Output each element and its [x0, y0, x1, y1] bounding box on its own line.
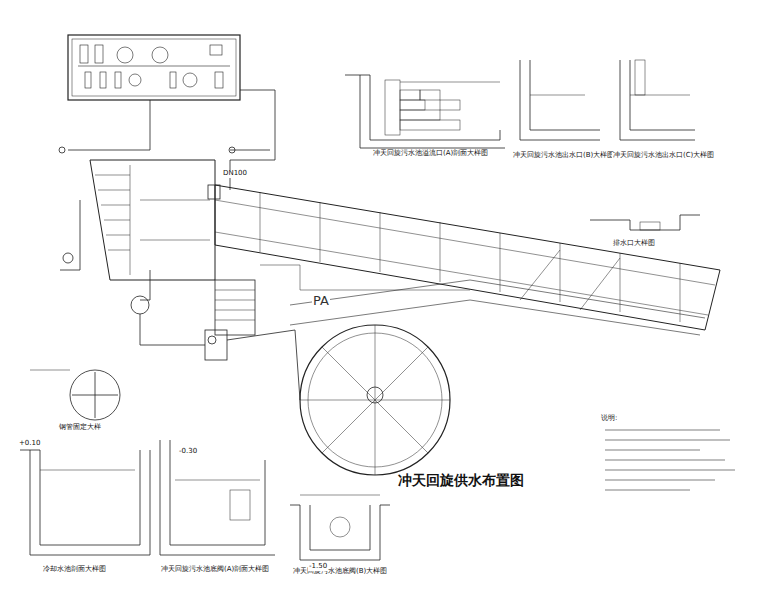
drawing-label: 冲天回旋污水池出水口(B)大样图 [512, 152, 615, 160]
drawing-label: PA [312, 294, 330, 308]
drawing-label: DN100 [222, 170, 248, 178]
drawing-label: 排水口大样图 [612, 240, 656, 248]
drawing-label: +0.10 [18, 440, 41, 448]
drawing-label: 冲天回旋污水池出水口(C)大样图 [612, 152, 715, 160]
drawing-label: 钢管固定大样 [58, 424, 102, 432]
drawing-label: 冲天回旋污水池底阀(B)大样图 [292, 568, 388, 576]
drawing-label: 说明: [600, 415, 618, 423]
drawing-label: 冷却水池剖面大样图 [42, 566, 107, 574]
drawing-label: 冲天回旋污水池溢流口(A)剖面大样图 [372, 150, 489, 158]
drawing-title: 冲天回旋供水布置图 [398, 472, 524, 490]
drawing-label: -0.30 [178, 448, 198, 456]
drawing-label: 冲天回旋污水池底阀(A)剖面大样图 [160, 566, 270, 574]
drawing-label: -1.50 [308, 563, 328, 571]
